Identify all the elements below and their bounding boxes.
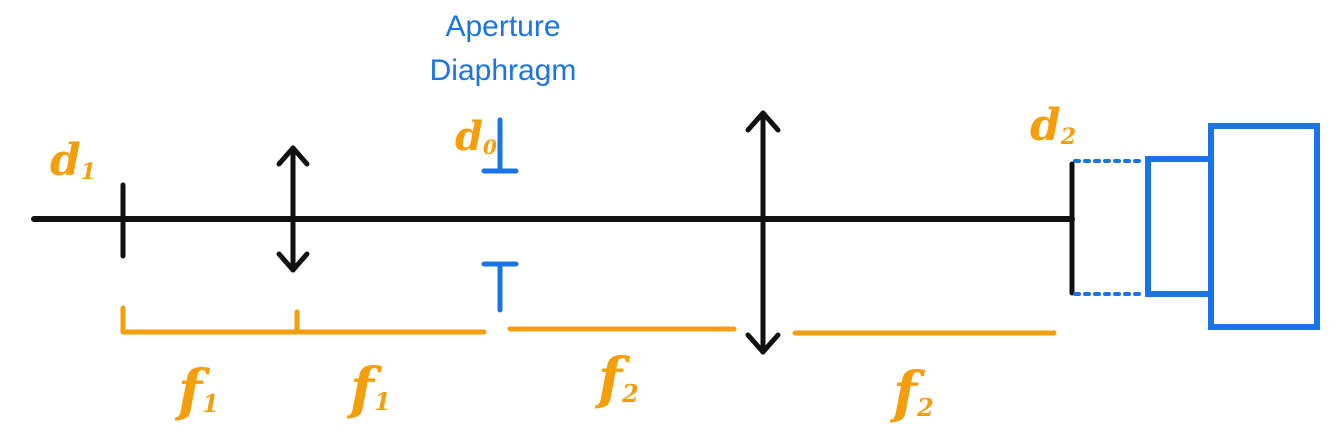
focal-length-brackets (120, 305, 1057, 336)
lens-1-double-arrow-icon (276, 145, 310, 273)
focal-label-f2-right: f2 (889, 360, 934, 426)
plane-label-d1: d1 (50, 135, 96, 186)
focal-label-f1-right: f1 (346, 356, 391, 422)
plane-label-d2: d2 (1030, 100, 1076, 151)
plane-label-d0: d0 (455, 113, 497, 160)
aperture-diaphragm-icon (481, 117, 519, 313)
aperture-label-line1: Aperture (445, 10, 560, 43)
camera-body-icon (1145, 123, 1320, 330)
focal-label-f2-left: f2 (594, 346, 639, 412)
lens-2-double-arrow-icon (745, 110, 781, 355)
aperture-label-line2: Diaphragm (430, 54, 577, 87)
focal-label-f1-left: f1 (174, 358, 219, 424)
d2-to-camera-dotted-lines (1073, 159, 1147, 296)
